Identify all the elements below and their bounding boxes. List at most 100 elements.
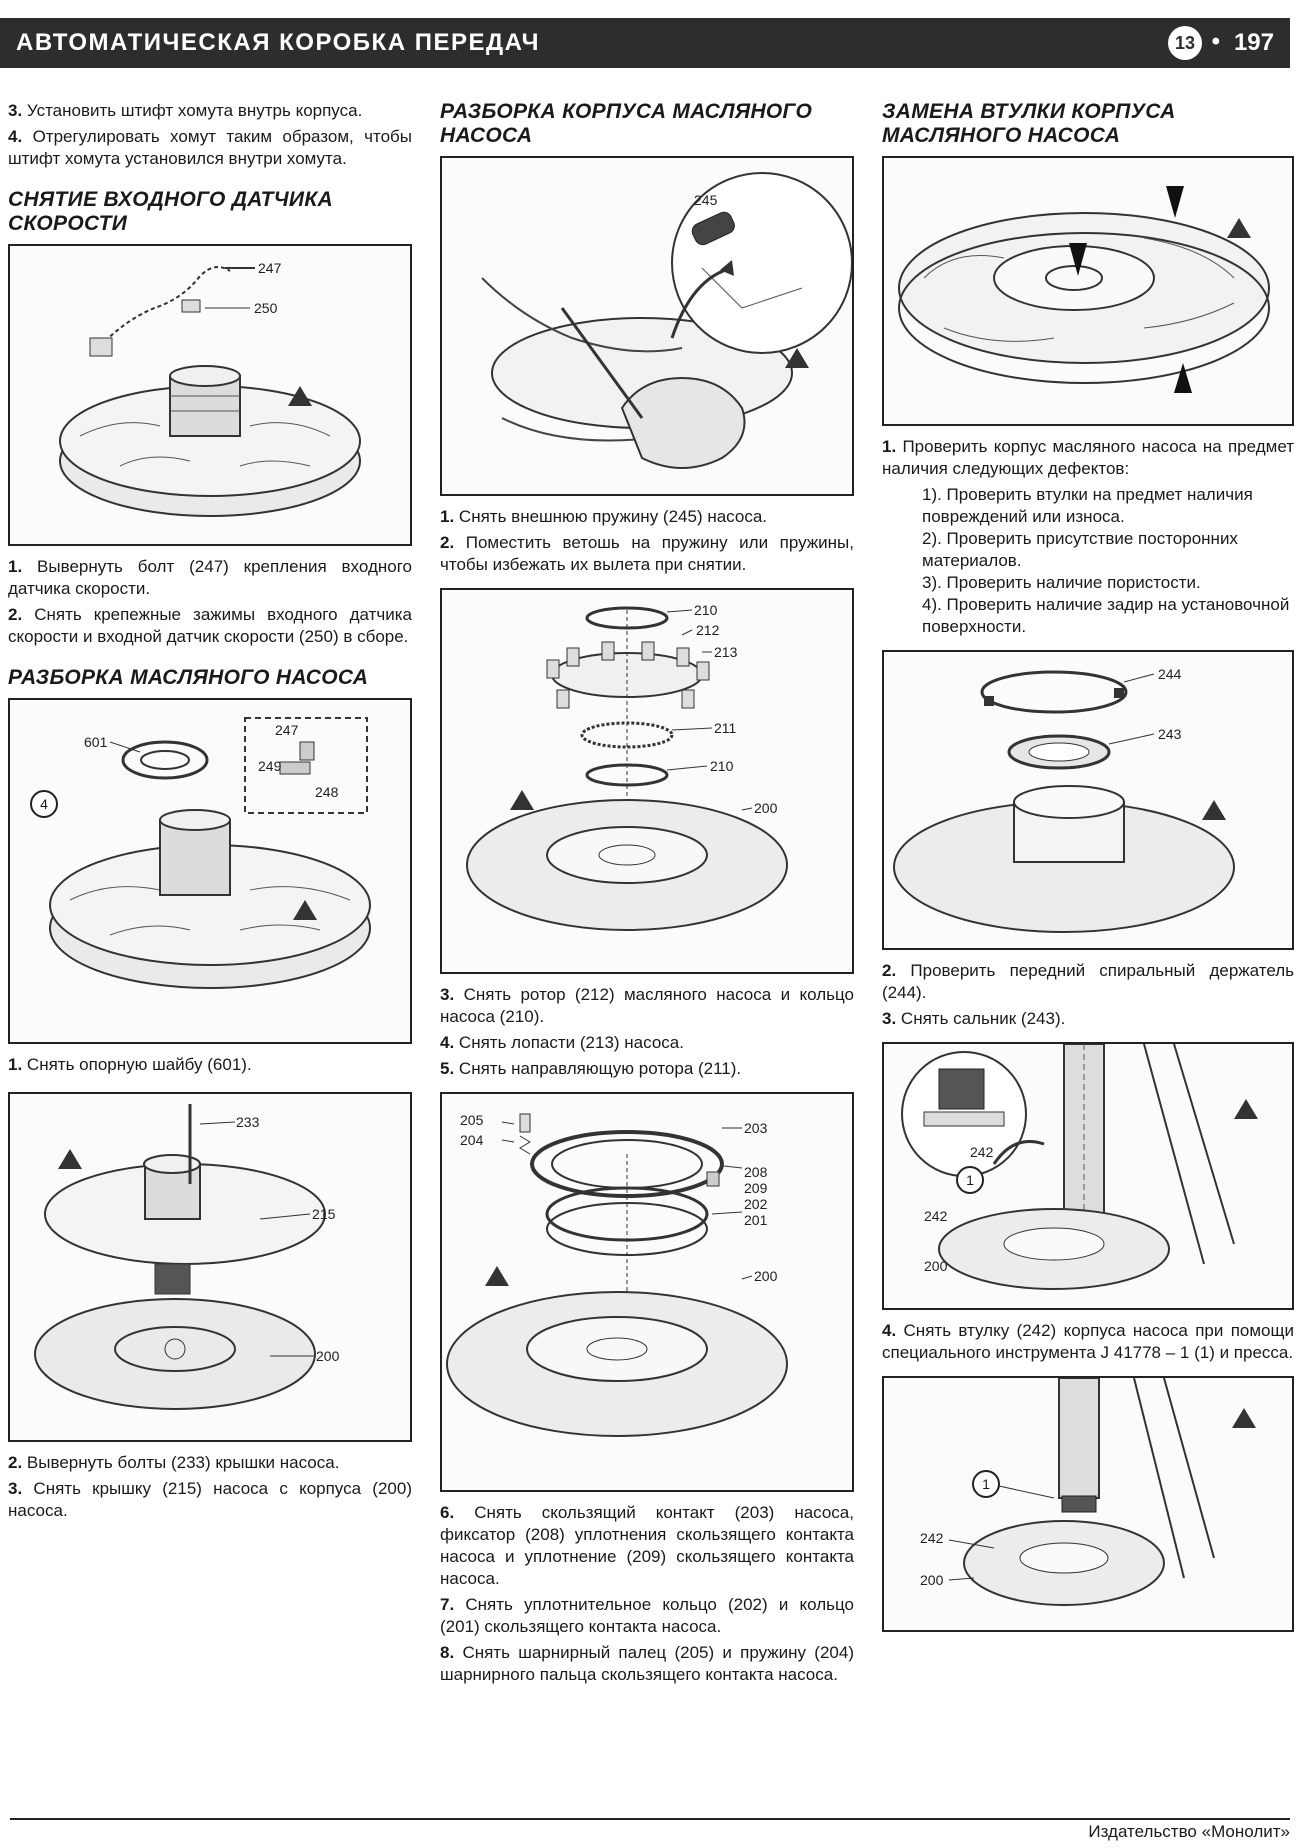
rotor-exploded-drawing — [466, 606, 788, 931]
figure-bushing-press-removal: 242 1 242 200 — [882, 1042, 1294, 1310]
callout-label: 247 — [275, 722, 299, 738]
step: 3. Снять сальник (243). — [882, 1009, 1066, 1028]
step: 2. Вывернуть болты (233) крышки насоса. — [8, 1453, 340, 1472]
callout-label: 200 — [924, 1258, 948, 1274]
page-title: Автоматическая коробка передач — [16, 29, 540, 56]
callout-label: 248 — [315, 784, 339, 800]
warning-triangle-icon — [485, 1266, 509, 1286]
callout-label: 244 — [1158, 666, 1182, 682]
step: 4. Снять втулку (242) корпуса насоса при… — [882, 1321, 1294, 1362]
arrow-icon — [720, 260, 734, 276]
callout-label: 242 — [920, 1530, 944, 1546]
chapter-badge: 13 — [1168, 26, 1202, 60]
column-left: 3. Установить штифт хомута внутрь корпус… — [8, 100, 412, 1526]
callout-label: 213 — [714, 644, 738, 660]
bushing-press-drawing — [948, 1378, 1256, 1606]
step: 2. Поместить ветошь на пружину или пружи… — [440, 533, 854, 574]
step: 1. Снять внешнюю пружину (245) насоса. — [440, 507, 767, 526]
callout-label: 242 — [970, 1144, 994, 1160]
step: 3. Снять ротор (212) масляного насоса и … — [440, 985, 854, 1026]
callout-label: 201 — [744, 1212, 768, 1228]
callout-label: 249 — [258, 758, 282, 774]
footer-rule — [10, 1818, 1290, 1820]
figure-spiral-holder: 244 243 — [882, 650, 1294, 950]
callout-label: 204 — [460, 1132, 484, 1148]
seal-exploded-drawing — [893, 670, 1235, 933]
warning-triangle-icon — [288, 386, 312, 406]
section-heading: Разборка корпуса масляного насоса — [440, 100, 813, 147]
press-removal-drawing — [901, 1044, 1258, 1290]
step: 5. Снять направляющую ротора (211). — [440, 1059, 742, 1078]
step: 2. Проверить передний спиральный держате… — [882, 961, 1295, 1002]
column-right: Замена втулки корпуса масляного насоса 1… — [882, 100, 1294, 1642]
callout-label: 208 — [744, 1164, 768, 1180]
callout-label: 203 — [744, 1120, 768, 1136]
slide-exploded-drawing — [446, 1113, 788, 1437]
callout-label: 233 — [236, 1114, 260, 1130]
warning-triangle-icon — [1227, 218, 1251, 238]
callout-label: 205 — [460, 1112, 484, 1128]
header-separator: • — [1211, 28, 1220, 55]
warning-triangle-icon — [293, 900, 317, 920]
figure-slide-contact: 205 204 203 208 209 202 201 200 — [440, 1092, 854, 1492]
callout-circle: 1 — [972, 1470, 1000, 1498]
callout-label: 200 — [754, 800, 778, 816]
callout-label: 243 — [1158, 726, 1182, 742]
step: 2. Снять крепежные зажимы входного датчи… — [8, 605, 412, 646]
callout-label: 250 — [254, 300, 278, 316]
page-header: Автоматическая коробка передач 13 • 197 — [0, 18, 1290, 68]
callout-label: 245 — [694, 192, 718, 208]
callout-label: 202 — [744, 1196, 768, 1212]
callout-label: 242 — [924, 1208, 948, 1224]
step: 1. Снять опорную шайбу (601). — [8, 1055, 252, 1074]
callout-circle: 1 — [956, 1166, 984, 1194]
figure-speed-sensor: 247 250 — [8, 244, 412, 546]
step: 6. Снять скользящий контакт (203) насоса… — [440, 1503, 854, 1588]
step: 4. Снять лопасти (213) насоса. — [440, 1033, 684, 1052]
warning-triangle-icon — [1234, 1099, 1258, 1119]
section-heading: Замена втулки корпуса масляного насоса — [882, 100, 1176, 147]
callout-label: 212 — [696, 622, 720, 638]
callout-label: 211 — [714, 720, 737, 736]
callout-circle: 4 — [30, 790, 58, 818]
callout-label: 215 — [312, 1206, 336, 1222]
arrow-icon — [1166, 186, 1184, 218]
figure-outer-spring: 245 — [440, 156, 854, 496]
check-item: 4). Проверить наличие задир на установоч… — [922, 595, 1290, 636]
callout-label: 247 — [258, 260, 282, 276]
figure-oil-pump-washer: 601 4 247 249 248 — [8, 698, 412, 1044]
check-item: 2). Проверить присутствие посторонних ма… — [922, 529, 1238, 570]
step: 7. Снять уплотнительное кольцо (202) и к… — [440, 1595, 854, 1636]
warning-triangle-icon — [58, 1149, 82, 1169]
callout-label: 209 — [744, 1180, 768, 1196]
publisher-credit: Издательство «Монолит» — [1088, 1822, 1290, 1841]
check-item: 1). Проверить втулки на предмет наличия … — [922, 485, 1253, 526]
pump-washer-drawing — [49, 717, 371, 989]
warning-triangle-icon — [1202, 800, 1226, 820]
pump-cover-drawing — [34, 1104, 326, 1410]
warning-triangle-icon — [1232, 1408, 1256, 1428]
callout-label: 200 — [754, 1268, 778, 1284]
column-middle: Разборка корпуса масляного насоса 245 1.… — [440, 100, 854, 1690]
check-item: 3). Проверить наличие пористости. — [922, 573, 1201, 592]
step: 8. Снять шарнирный палец (205) и пружину… — [440, 1643, 854, 1684]
callout-label: 200 — [920, 1572, 944, 1588]
figure-rotor-vanes: 210 212 213 211 210 200 — [440, 588, 854, 974]
callout-label: 200 — [316, 1348, 340, 1364]
intro-step: 3. Установить штифт хомута внутрь корпус… — [8, 101, 363, 120]
step: 1. Вывернуть болт (247) крепления входно… — [8, 557, 412, 598]
spring-removal-drawing — [481, 172, 852, 469]
arrow-icon — [1069, 243, 1087, 276]
section-heading: Разборка масляного насоса — [8, 666, 369, 689]
intro-step: 4. Отрегулировать хомут таким образом, ч… — [8, 127, 412, 168]
warning-triangle-icon — [785, 348, 809, 368]
callout-label: 601 — [84, 734, 108, 750]
pump-body-drawing — [898, 186, 1270, 393]
step: 1. Проверить корпус масляного насоса на … — [882, 437, 1294, 478]
step: 3. Снять крышку (215) насоса с корпуса (… — [8, 1479, 412, 1520]
figure-pump-body-inspection — [882, 156, 1294, 426]
pump-assembly-drawing — [59, 266, 361, 517]
arrow-icon — [1174, 363, 1192, 393]
figure-bushing-install: 1 242 200 — [882, 1376, 1294, 1632]
warning-triangle-icon — [510, 790, 534, 810]
